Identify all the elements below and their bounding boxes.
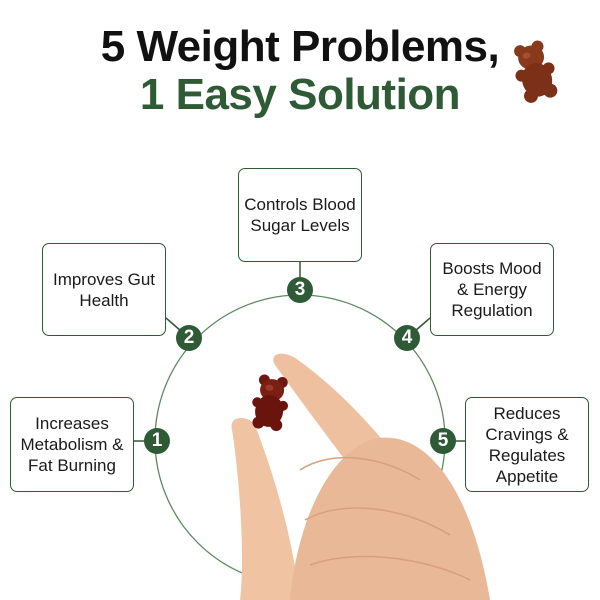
hand-illustration (231, 353, 490, 600)
gummy-bear-icon (514, 40, 558, 103)
badge-5: 5 (430, 428, 456, 454)
benefit-box-1: Increases Metabolism & Fat Burning (10, 397, 134, 492)
benefit-box-4: Boosts Mood & Energy Regulation (430, 243, 554, 336)
headline-line-1: 5 Weight Problems, (100, 22, 500, 71)
benefit-box-2: Improves Gut Health (42, 243, 166, 336)
headline-line-2: 1 Easy Solution (139, 70, 461, 119)
benefit-box-3: Controls Blood Sugar Levels (238, 168, 362, 262)
badge-4: 4 (394, 325, 420, 351)
badge-3: 3 (287, 277, 313, 303)
benefit-box-5: Reduces Cravings & Regulates Appetite (465, 397, 589, 492)
held-gummy-bear-icon (252, 374, 289, 432)
badge-2: 2 (176, 325, 202, 351)
badge-1: 1 (144, 428, 170, 454)
